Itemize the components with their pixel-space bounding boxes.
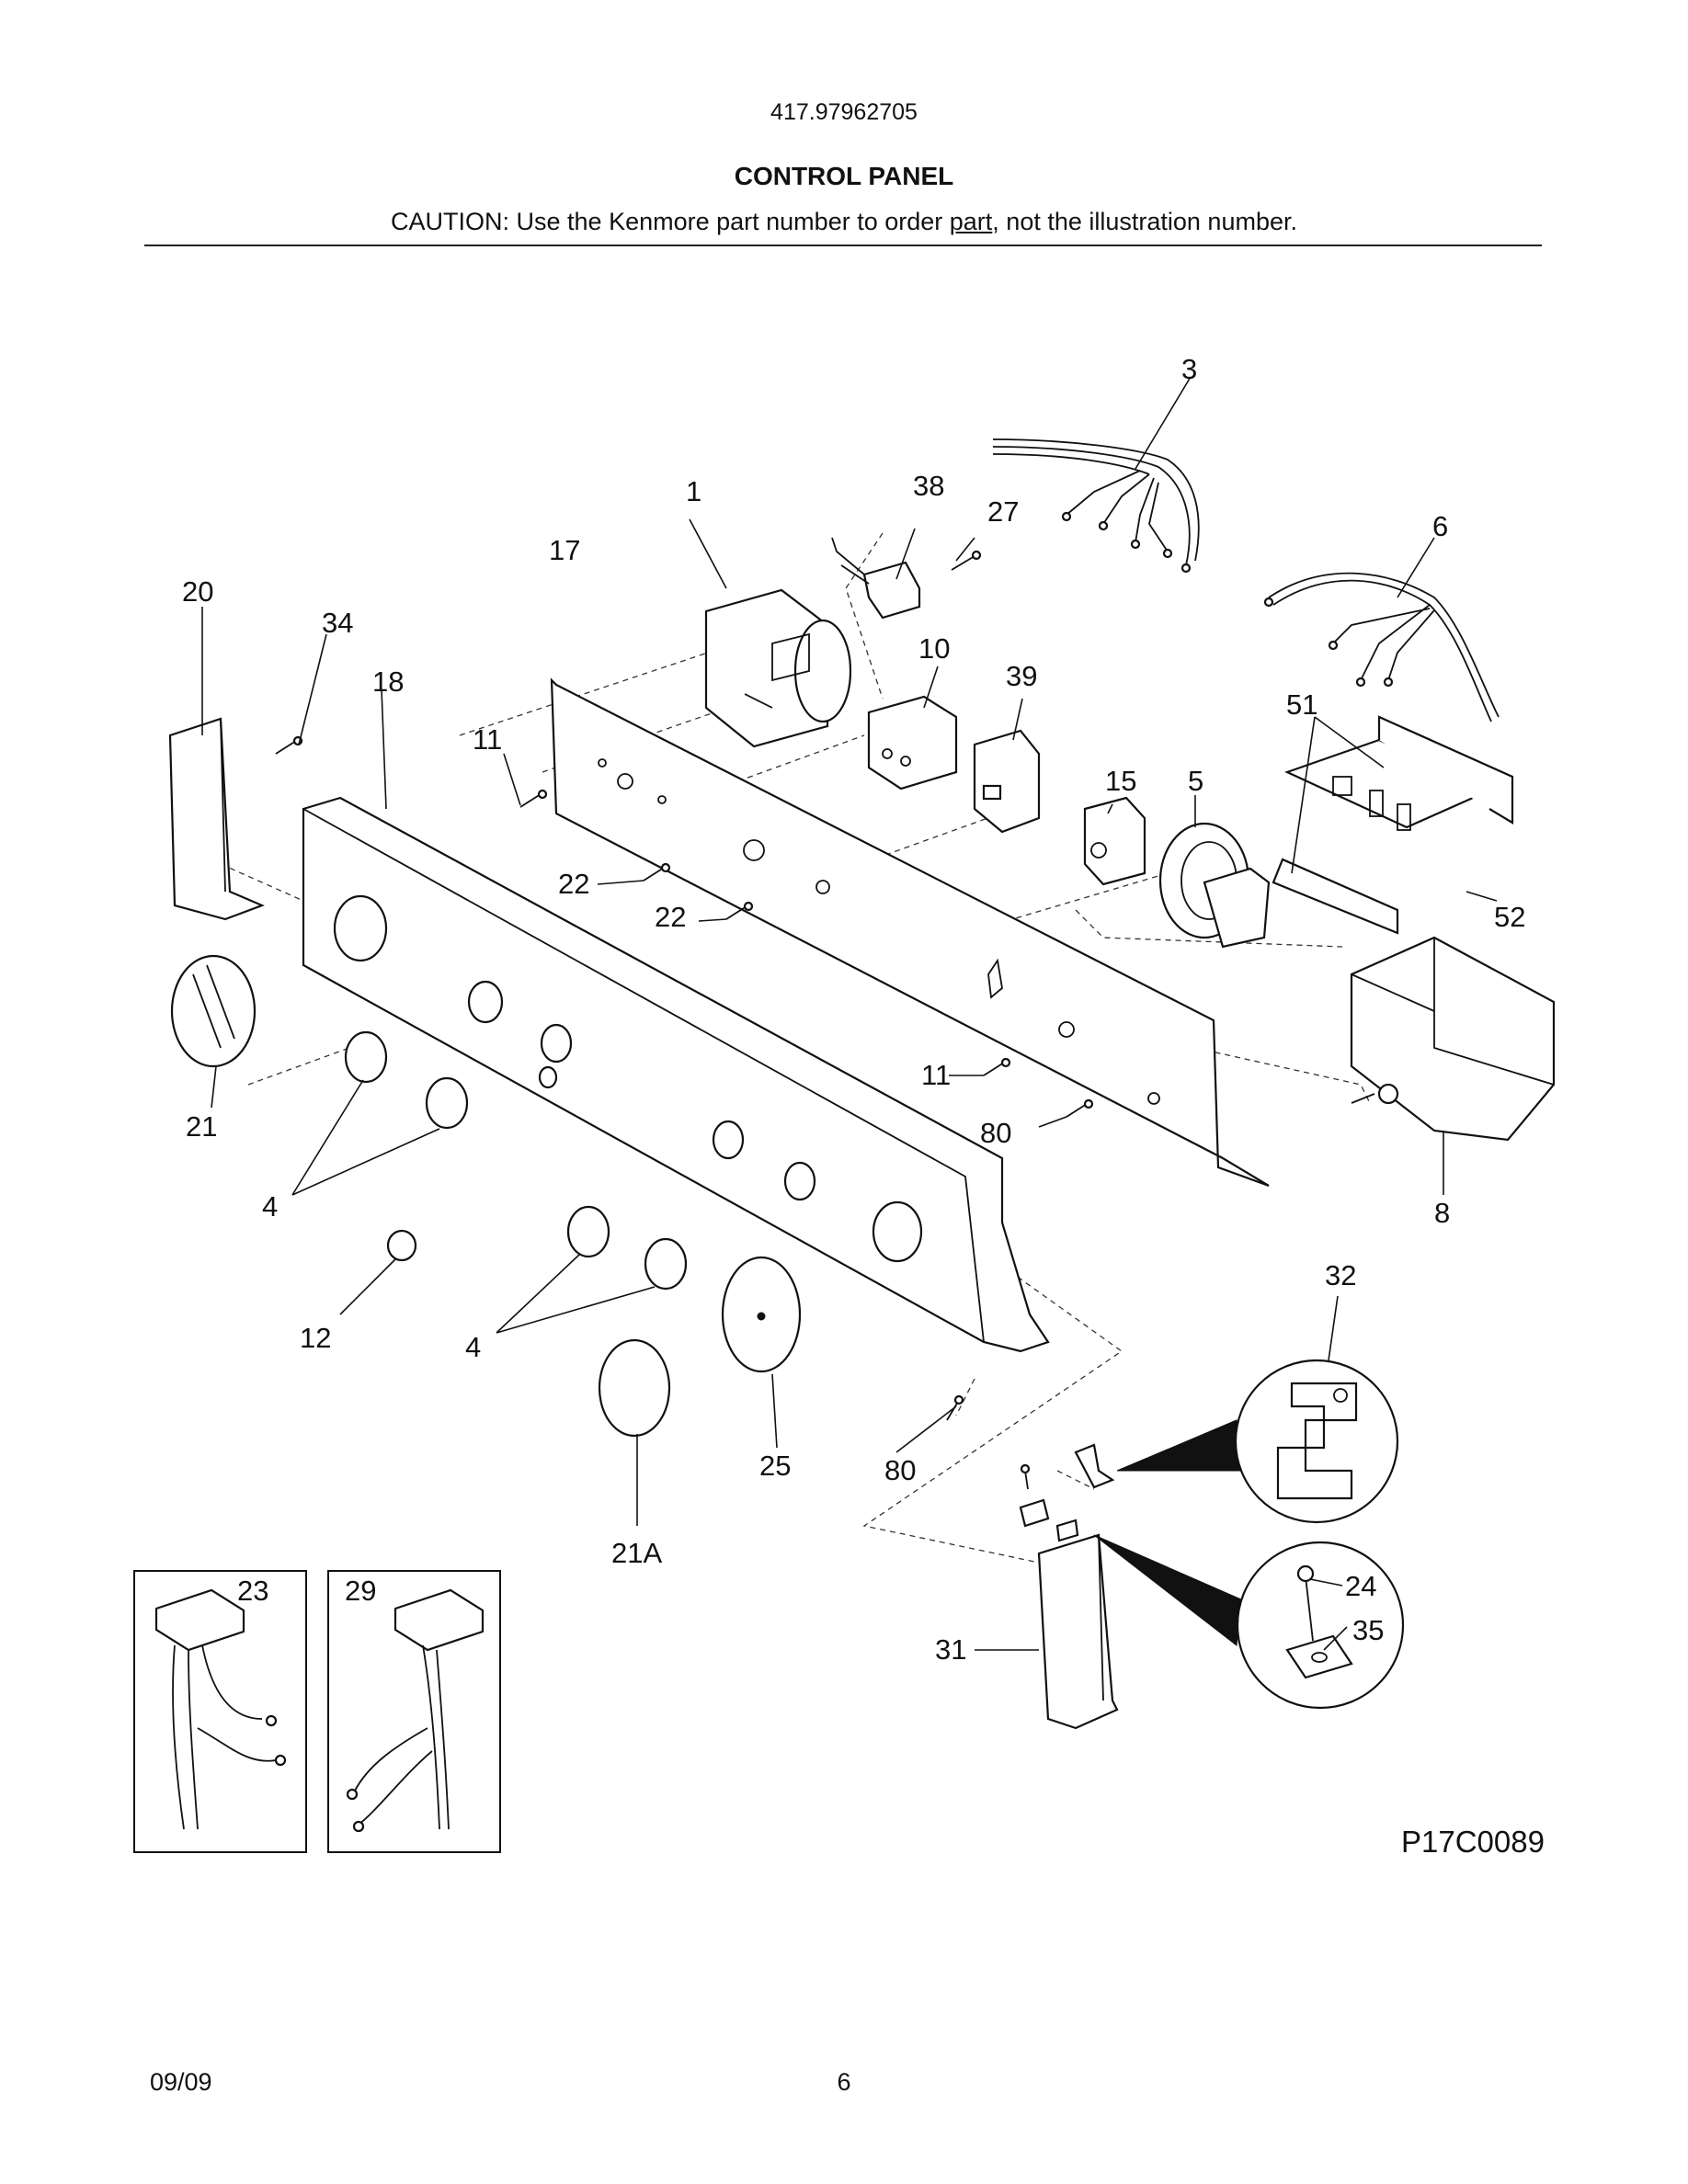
button-12 [386,1229,417,1262]
footer-date: 09/09 [150,2068,212,2096]
inset-box-23 [133,1570,307,1853]
callout-8: 8 [1434,1197,1450,1229]
dial-25 [721,1256,802,1373]
wire-harness-3 [992,438,1200,574]
bracket-35-small [1019,1498,1079,1542]
knob-4-b [425,1076,469,1130]
callout-80-bottom: 80 [884,1454,916,1486]
callout-32: 32 [1325,1259,1356,1291]
callout-10: 10 [918,632,950,665]
wire-harness-6 [1263,572,1500,722]
callout-23: 23 [237,1575,268,1607]
knob-4-c [566,1205,610,1258]
part-27-screw [951,550,982,571]
callout-22-top: 22 [558,868,589,900]
leader-lines [201,376,1498,1651]
callout-17: 17 [549,534,580,566]
callout-21a: 21A [611,1537,662,1569]
callout-12: 12 [300,1322,331,1354]
knob-21 [170,954,257,1068]
callout-35: 35 [1352,1614,1384,1646]
part-38-switch [831,537,921,620]
callout-39: 39 [1006,660,1037,692]
callout-21: 21 [186,1110,217,1143]
model-number: 417.97962705 [770,99,918,125]
part-20-end-cap [168,717,265,921]
part-10-switch [867,695,958,791]
part-5-pressure-switch [1158,822,1271,949]
detail-circle-32 [1116,1359,1399,1524]
callout-20: 20 [182,575,213,608]
callout-38: 38 [913,470,944,502]
callout-3: 3 [1181,353,1197,385]
part-39-selector [973,729,1041,834]
screws [275,735,1094,1490]
header-rule [144,245,1542,246]
part-15-switch [1083,796,1146,886]
callout-27: 27 [987,495,1019,528]
callout-5: 5 [1188,765,1203,797]
callout-31: 31 [935,1633,966,1666]
knob-4-d [644,1237,688,1291]
bracket-32-small [1074,1443,1115,1489]
section-title: CONTROL PANEL [734,162,954,190]
callout-51: 51 [1286,688,1317,721]
caution-underlined-word: part [949,208,993,235]
callout-1: 1 [686,475,701,507]
callout-80-top: 80 [980,1117,1011,1149]
part-1-timer [704,588,852,748]
callout-24: 24 [1345,1570,1376,1602]
knob-21a [598,1338,671,1438]
callout-22-bottom: 22 [655,901,686,933]
part-31-end-cap [1037,1533,1119,1730]
caution-text-start: CAUTION: Use the Kenmore part number to … [391,208,950,235]
callout-4-middle: 4 [465,1331,481,1363]
inset-box-29 [327,1570,501,1853]
callout-15: 15 [1105,765,1136,797]
callout-25: 25 [759,1450,791,1482]
callout-4-left: 4 [262,1190,278,1223]
detail-circle-24-35 [1093,1534,1405,1710]
caution-text-end: , not the illustration number. [992,208,1297,235]
part-51-52-control-board [1272,715,1514,935]
callout-11-top: 11 [473,723,502,756]
callout-34: 34 [322,607,353,639]
callout-6: 6 [1432,510,1448,542]
callout-29: 29 [345,1575,376,1607]
callout-52: 52 [1494,901,1525,933]
footer-page-number: 6 [837,2068,851,2096]
callout-18: 18 [372,665,404,698]
illustration-code: P17C0089 [1401,1825,1545,1859]
callout-labels: 1 3 38 27 6 17 20 34 10 39 18 51 11 15 5… [182,353,1545,1859]
caution-note: CAUTION: Use the Kenmore part number to … [0,208,1688,236]
knob-4-a [344,1030,388,1084]
part-8-motor [1350,936,1556,1142]
part-18-console-front [302,796,1050,1353]
callout-11-bottom: 11 [921,1059,951,1091]
